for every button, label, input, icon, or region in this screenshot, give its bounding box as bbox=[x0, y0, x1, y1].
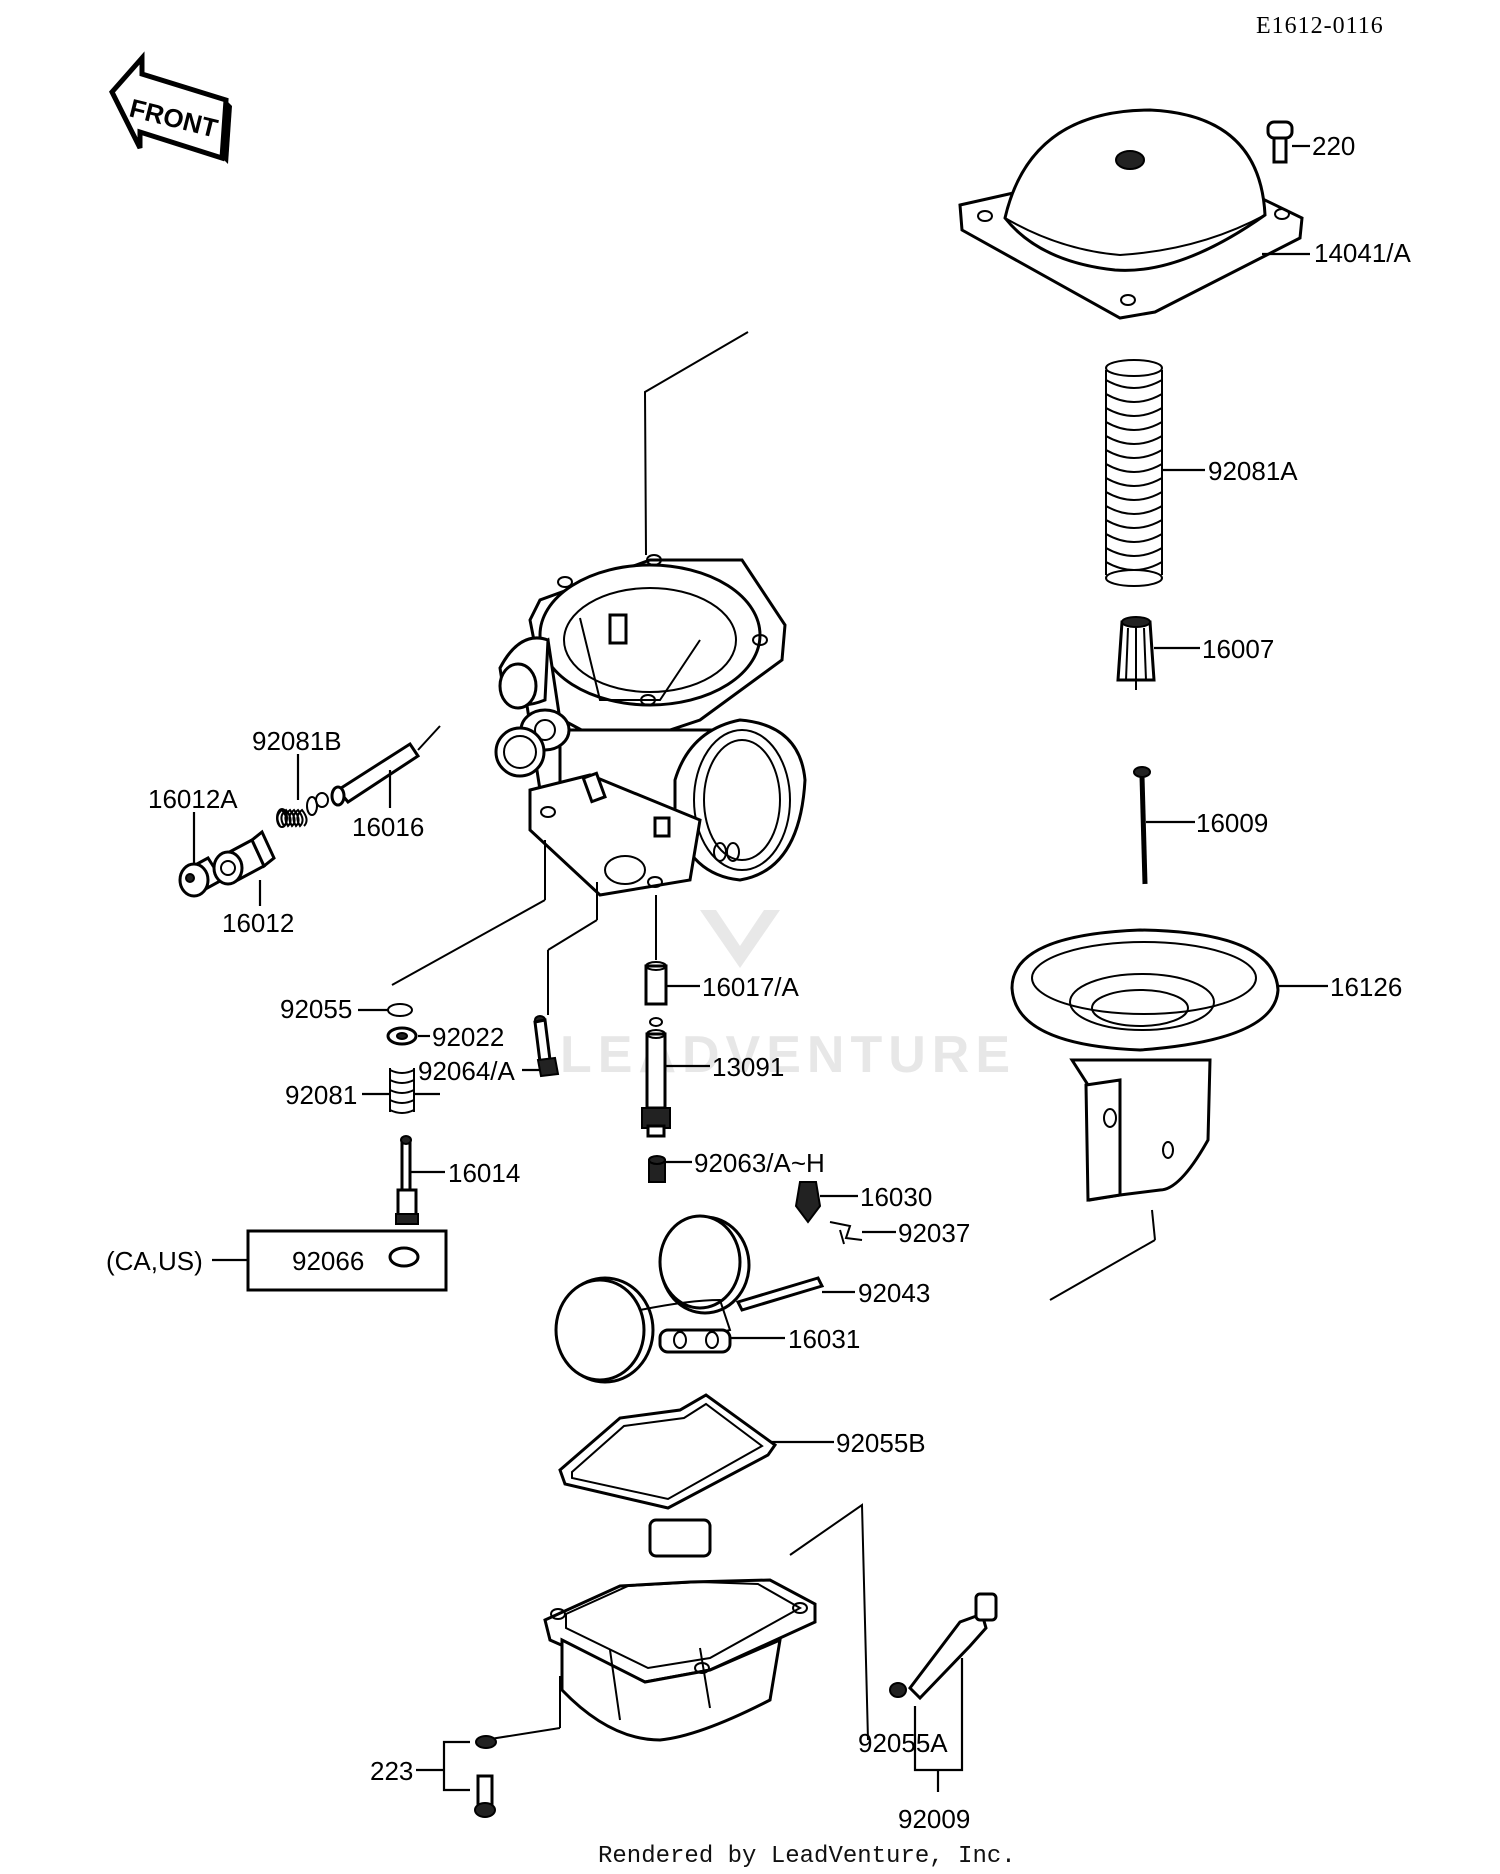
watermark: LEADVENTURE bbox=[560, 780, 1016, 1084]
main-jet-holder-13091-part bbox=[641, 1017, 710, 1138]
jet-16014-part bbox=[395, 1135, 445, 1225]
float-valve-16030-part bbox=[794, 1181, 858, 1224]
label-92055: 92055 bbox=[280, 994, 352, 1024]
vacuum-piston-16126-part bbox=[1010, 928, 1328, 1202]
label-92043: 92043 bbox=[858, 1278, 930, 1308]
front-arrow-icon: FRONT bbox=[109, 51, 232, 164]
label-16012a: 16012A bbox=[148, 784, 238, 814]
screw-220-part bbox=[1266, 120, 1310, 164]
gasket-92055b-part bbox=[558, 1393, 834, 1510]
label-92055b: 92055B bbox=[836, 1428, 926, 1458]
label-16007: 16007 bbox=[1202, 634, 1274, 664]
label-16009: 16009 bbox=[1196, 808, 1268, 838]
label-220: 220 bbox=[1312, 131, 1355, 161]
label-223: 223 bbox=[370, 1756, 413, 1786]
washer-92022-part bbox=[386, 1026, 418, 1046]
label-92064a: 92064/A bbox=[418, 1056, 516, 1086]
footer-credit: Rendered by LeadVenture, Inc. bbox=[598, 1843, 1016, 1870]
clip-92037-part bbox=[829, 1221, 896, 1245]
label-16012: 16012 bbox=[222, 908, 294, 938]
label-92009: 92009 bbox=[898, 1804, 970, 1834]
pin-92043-part bbox=[735, 1276, 855, 1312]
label-ca-us: (CA,US) bbox=[106, 1246, 203, 1276]
label-16031: 16031 bbox=[788, 1324, 860, 1354]
ca-us-92066-box bbox=[212, 1229, 448, 1292]
label-13091: 13091 bbox=[712, 1052, 784, 1082]
float-bowl-part bbox=[543, 1518, 817, 1742]
label-92022: 92022 bbox=[432, 1022, 504, 1052]
main-jet-92063-part bbox=[648, 1155, 692, 1183]
pilot-screw-16016-part bbox=[315, 725, 441, 808]
watermark-text: LEADVENTURE bbox=[560, 1026, 1016, 1084]
screw-92064a-part bbox=[522, 1015, 560, 1078]
label-92081b: 92081B bbox=[252, 726, 342, 756]
drain-screw-92009-part bbox=[889, 1592, 998, 1792]
label-16016: 16016 bbox=[352, 812, 424, 842]
label-92063-a-h: 92063/A~H bbox=[694, 1148, 825, 1178]
label-16014: 16014 bbox=[448, 1158, 520, 1188]
spring-92081b-part bbox=[276, 754, 318, 828]
cap-16012a-part bbox=[178, 812, 225, 898]
label-16030: 16030 bbox=[860, 1182, 932, 1212]
label-14041a: 14041/A bbox=[1314, 238, 1412, 268]
diagram-code: E1612-0116 bbox=[1256, 13, 1384, 39]
spring-92081-part bbox=[362, 1068, 440, 1114]
o-ring-92055-part bbox=[387, 1003, 413, 1017]
label-16126: 16126 bbox=[1330, 972, 1402, 1002]
top-cover-part bbox=[958, 108, 1304, 320]
label-92081a: 92081A bbox=[1208, 456, 1298, 486]
float-16031-part bbox=[554, 1214, 785, 1384]
needle-holder-16007-part bbox=[1116, 616, 1200, 690]
label-92066: 92066 bbox=[292, 1246, 364, 1276]
carburetor-body-part bbox=[494, 554, 807, 897]
label-92055a: 92055A bbox=[858, 1728, 948, 1758]
label-16017a: 16017/A bbox=[702, 972, 800, 1002]
screw-223-part bbox=[416, 1735, 497, 1818]
plug-16012-part bbox=[212, 829, 276, 906]
spring-92081a-part bbox=[1105, 359, 1205, 587]
jet-needle-16009-part bbox=[1133, 766, 1195, 885]
label-92037: 92037 bbox=[898, 1218, 970, 1248]
needle-jet-16017a-part bbox=[644, 961, 700, 1006]
label-92081: 92081 bbox=[285, 1080, 357, 1110]
